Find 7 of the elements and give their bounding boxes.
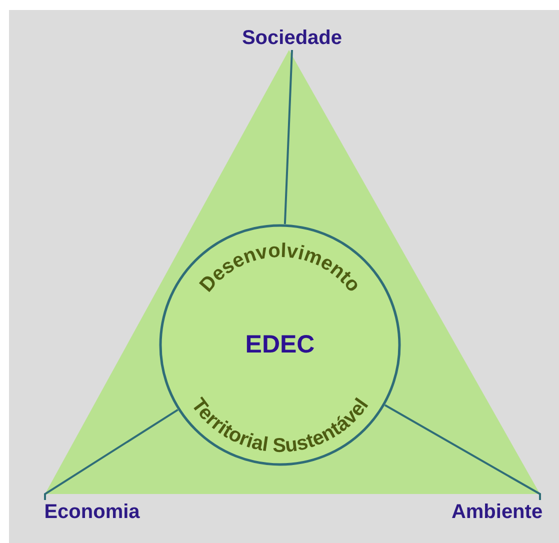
corner-label: Ambiente [438, 500, 556, 524]
connector-line [284, 49, 293, 224]
connector-line [44, 408, 178, 500]
connector-line [384, 404, 541, 500]
corner-label: Economia [30, 500, 154, 524]
corner-label: Sociedade [226, 26, 358, 50]
center-label: EDEC [245, 330, 315, 360]
